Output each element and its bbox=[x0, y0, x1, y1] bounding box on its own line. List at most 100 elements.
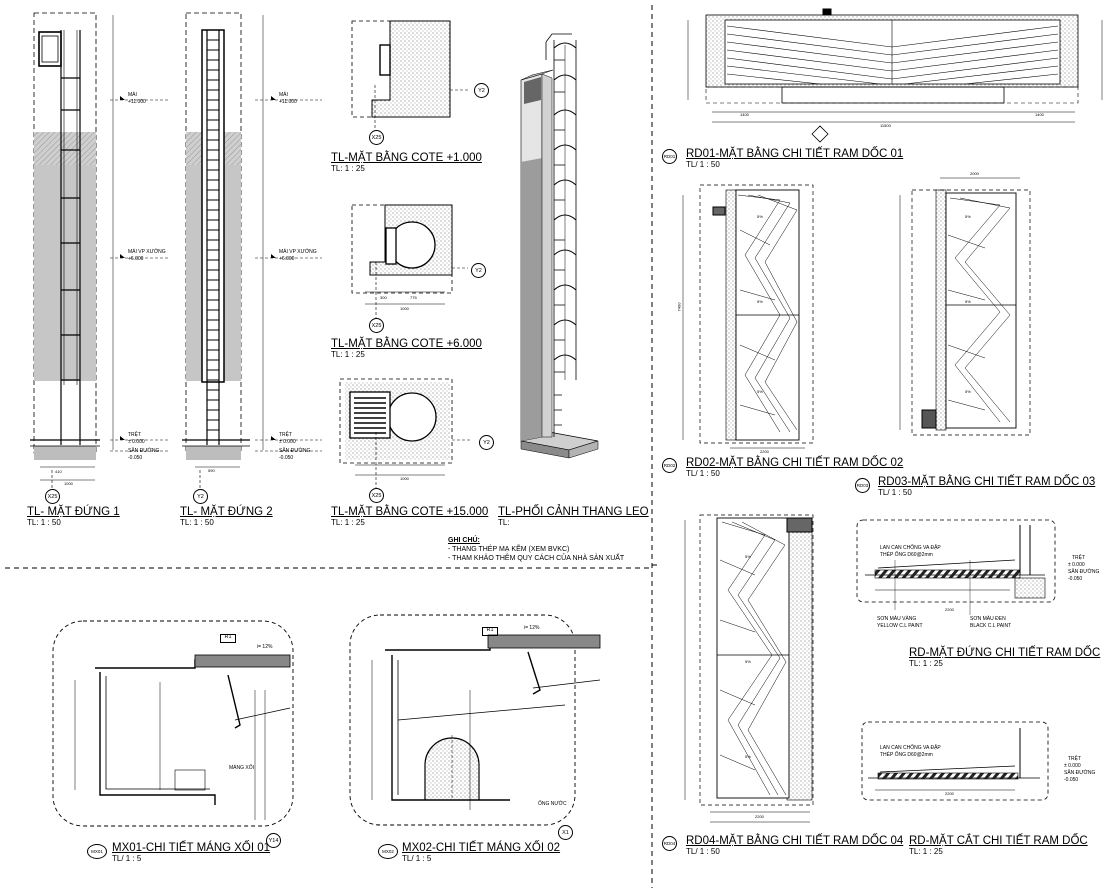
slope-label: i= 12% bbox=[524, 625, 540, 631]
level-label: MÁI VP XƯỞNG bbox=[128, 249, 166, 255]
slope-label: 5% bbox=[965, 214, 971, 219]
rd03-plan bbox=[899, 177, 1031, 436]
dim-label: 590 bbox=[208, 468, 215, 473]
view-title-tl-md1: TL- MẶT ĐỨNG 1 bbox=[27, 506, 120, 518]
view-scale-tl-mb15: TL: 1 : 25 bbox=[331, 518, 365, 527]
level-label: MÁI bbox=[128, 92, 137, 98]
level-value: ± 0.000 bbox=[128, 439, 145, 445]
tl-elevation-2 bbox=[182, 12, 322, 490]
rd-label: BLACK C.L PAINT bbox=[970, 623, 1012, 629]
dim-label: 2200 bbox=[755, 814, 764, 819]
grid-bubble-x1: X1 bbox=[558, 825, 573, 840]
level-value: -0.050 bbox=[279, 455, 294, 461]
view-scale-rd02: TL/ 1 : 50 bbox=[686, 469, 720, 478]
mx01-detail bbox=[52, 620, 294, 827]
grid-bubble-y2: Y2 bbox=[471, 263, 486, 278]
tl-plan-1000 bbox=[351, 20, 470, 128]
rd01-tag: RD01 bbox=[662, 149, 677, 164]
grid-bubble-y2: Y2 bbox=[479, 435, 494, 450]
rd02-tag: RD02 bbox=[662, 458, 677, 473]
r1-tag: R1 bbox=[220, 634, 236, 643]
level-value: +11.000 bbox=[128, 99, 146, 105]
notes-header: GHI CHÚ: bbox=[448, 537, 480, 544]
sheet-dividers bbox=[5, 5, 660, 888]
level-label: SÂN ĐƯỜNG bbox=[279, 448, 311, 454]
level-value: ± 0.000 bbox=[1064, 763, 1081, 769]
rd-section bbox=[861, 721, 1049, 801]
view-scale-tl-pc: TL: bbox=[498, 518, 510, 527]
view-scale-rd04: TL/ 1 : 50 bbox=[686, 847, 720, 856]
view-title-rd03: RD03-MẶT BẰNG CHI TIẾT RAM DỐC 03 bbox=[878, 476, 1096, 488]
tl-plan-6000 bbox=[351, 204, 468, 318]
tl-perspective bbox=[520, 33, 599, 459]
dim-label: 1400 bbox=[1035, 112, 1044, 117]
mx-label: ỐNG NƯỚC bbox=[538, 801, 567, 807]
level-label: TRỆT bbox=[279, 432, 293, 438]
view-scale-rd-md: TL: 1 : 25 bbox=[909, 659, 943, 668]
tl-elevation-1 bbox=[30, 12, 170, 490]
r1-tag: R1 bbox=[482, 627, 498, 636]
grid-bubble-x25: X25 bbox=[369, 130, 384, 145]
level-value: -0.050 bbox=[1064, 777, 1079, 783]
rd01-plan bbox=[687, 8, 1103, 143]
dim-label: 11500 bbox=[880, 123, 891, 128]
view-title-rd04: RD04-MẶT BẰNG CHI TIẾT RAM DỐC 04 bbox=[686, 835, 904, 847]
dim-label: 1000 bbox=[400, 306, 409, 311]
notes-line-1: - THANG THÉP MẠ KẼM (XEM BVKC) bbox=[448, 546, 570, 553]
level-label: MÁI VP XƯỞNG bbox=[279, 249, 317, 255]
mx01-tag: MX01 bbox=[87, 844, 107, 859]
rd-label: SƠN MÀU ĐEN bbox=[970, 616, 1006, 622]
view-scale-mx02: TL/ 1 : 5 bbox=[402, 854, 432, 863]
dim-label: 7400 bbox=[676, 302, 682, 312]
dim-label: 410 bbox=[55, 469, 62, 474]
rd-label: THÉP ỐNG D60@2mm bbox=[880, 552, 933, 558]
dim-label: 2200 bbox=[760, 449, 769, 454]
rd-label: THÉP ỐNG D60@2mm bbox=[880, 752, 933, 758]
slope-label: i= 12% bbox=[257, 644, 273, 650]
dim-label: 2000 bbox=[970, 171, 979, 176]
level-value: +6.000 bbox=[128, 256, 144, 262]
level-value: +6.000 bbox=[279, 256, 295, 262]
rd02-plan bbox=[682, 184, 814, 449]
mx02-tag: MX02 bbox=[378, 844, 398, 859]
rd04-tag: RD04 bbox=[662, 836, 677, 851]
mx02-detail bbox=[349, 614, 601, 826]
level-label: TRỆT bbox=[128, 432, 142, 438]
grid-bubble-y14: Y14 bbox=[266, 833, 281, 848]
rd-label: LAN CAN CHỐNG VA ĐẬP bbox=[880, 545, 941, 551]
view-scale-mx01: TL/ 1 : 5 bbox=[112, 854, 142, 863]
level-label: SÂN ĐƯỜNG bbox=[1068, 569, 1100, 575]
level-label: TRỆT bbox=[1068, 756, 1082, 762]
dim-label: 1000 bbox=[64, 481, 73, 486]
level-value: -0.050 bbox=[1068, 576, 1083, 582]
mx-label: MÁNG XỐI bbox=[229, 765, 255, 771]
view-title-tl-pc: TL-PHỐI CẢNH THANG LEO bbox=[498, 506, 649, 518]
tl-plan-15000 bbox=[339, 378, 470, 488]
dim-label: 2200 bbox=[945, 791, 954, 796]
view-scale-rd-mc: TL: 1 : 25 bbox=[909, 847, 943, 856]
slope-label: 5% bbox=[757, 389, 763, 394]
slope-label: 5% bbox=[757, 214, 763, 219]
grid-bubble-x25: X25 bbox=[369, 488, 384, 503]
level-label: TRỆT bbox=[1072, 555, 1086, 561]
slope-label: 5% bbox=[965, 299, 971, 304]
level-value: ± 0.000 bbox=[279, 439, 296, 445]
view-title-rd-md: RD-MẶT ĐỨNG CHI TIẾT RAM DỐC bbox=[909, 647, 1101, 659]
grid-bubble-x25: X25 bbox=[369, 318, 384, 333]
slope-label: 5% bbox=[965, 389, 971, 394]
view-title-rd-mc: RD-MẶT CẮT CHI TIẾT RAM DỐC bbox=[909, 835, 1088, 847]
level-value: ± 0.000 bbox=[1068, 562, 1085, 568]
view-title-tl-mb6: TL-MẶT BẰNG COTE +6.000 bbox=[331, 338, 482, 350]
rd04-plan bbox=[684, 514, 814, 823]
notes-line-2: - THAM KHẢO THÊM QUY CÁCH CỦA NHÀ SẢN XU… bbox=[448, 555, 625, 562]
level-value: -0.050 bbox=[128, 455, 143, 461]
grid-bubble-y2: Y2 bbox=[474, 83, 489, 98]
grid-bubble-y2: Y2 bbox=[193, 489, 208, 504]
dim-label: 2200 bbox=[945, 607, 954, 612]
view-title-tl-mb1: TL-MẶT BẰNG COTE +1.000 bbox=[331, 152, 482, 164]
dim-label: 1000 bbox=[400, 476, 409, 481]
view-title-rd02: RD02-MẶT BẰNG CHI TIẾT RAM DỐC 02 bbox=[686, 457, 904, 469]
rd-elevation bbox=[856, 519, 1056, 615]
level-label: SÂN ĐƯỜNG bbox=[1064, 770, 1096, 776]
